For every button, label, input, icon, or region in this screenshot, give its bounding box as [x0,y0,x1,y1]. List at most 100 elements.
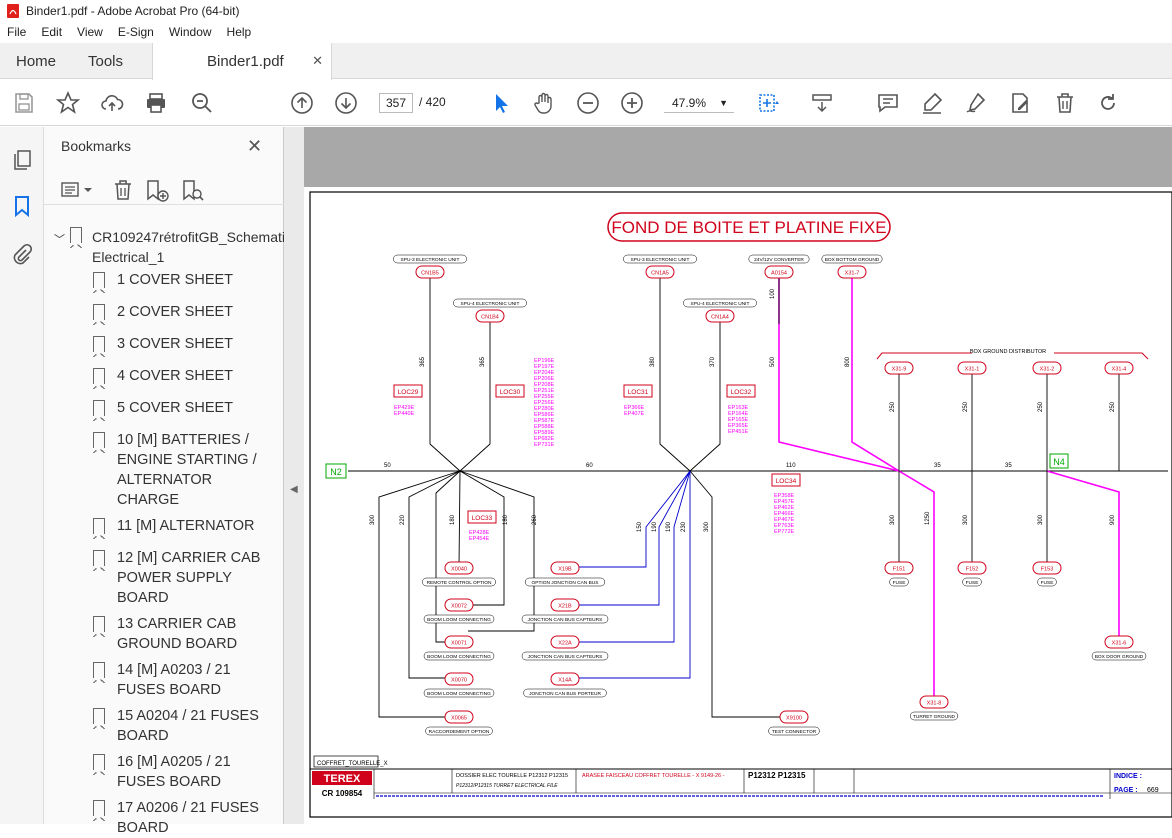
bookmarks-toolbar [44,175,284,205]
tab-tools[interactable]: Tools [88,52,124,70]
comment-icon[interactable] [876,91,900,115]
connector-id: F151 [893,567,906,573]
left-splice-wires [378,272,535,718]
bookmark-item[interactable]: 10 [M] BATTERIES / ENGINE STARTING / ALT… [92,430,263,510]
loc-label: LOC31 [628,389,649,396]
bookmark-item[interactable]: 5 COVER SHEET [92,398,263,421]
bookmark-root[interactable]: ﹀ CR109247rétrofitGB_Schematic Electrica… [54,227,292,267]
wire-length: 1250 [925,511,931,525]
connector-label-frame [422,577,496,587]
ep-code: EP682E [534,436,555,442]
connector-label-frame [909,711,959,721]
panel-collapse-handle[interactable]: ◀ [284,127,304,824]
page-number-input[interactable]: 357 [379,93,413,113]
chevron-left-icon[interactable]: ◀ [290,484,298,495]
bookmark-item[interactable]: 17 A0206 / 21 FUSES BOARD [92,798,263,838]
bookmark-item[interactable]: 1 COVER SHEET [92,270,263,293]
upload-cloud-icon[interactable] [100,91,124,115]
menu-edit[interactable]: Edit [41,25,63,39]
loc-label: LOC30 [500,389,521,396]
delete-bookmark-icon[interactable] [112,179,134,201]
connector-id: X21B [558,604,572,610]
bookmark-item[interactable]: 15 A0204 / 21 FUSES BOARD [92,706,263,746]
print-icon[interactable] [144,91,168,115]
loc-label: LOC33 [472,515,493,522]
select-cursor-icon[interactable] [489,91,513,115]
pdf-page: FOND DE BOITE ET PLATINE FIXE N2 N4 [304,187,1172,824]
bookmark-item[interactable]: 12 [M] CARRIER CAB POWER SUPPLY BOARD [92,548,263,608]
close-tab-icon[interactable]: ✕ [312,53,323,68]
bookmark-item[interactable]: 14 [M] A0203 / 21 FUSES BOARD [92,660,263,700]
find-bookmark-icon[interactable] [180,179,206,203]
zoom-select[interactable]: 47.9% ▼ [664,93,734,113]
connector-label: JONCTION CAN BUS CAPTEURS [528,654,603,660]
menu-file[interactable]: File [7,25,27,39]
highlight-pen-icon[interactable] [920,91,944,115]
scroll-mode-icon[interactable] [810,91,834,115]
connector-label-frame [425,726,493,736]
hand-tool-icon[interactable] [532,91,556,115]
bookmark-icon [92,708,105,729]
bookmark-item-label: 16 [M] A0205 / 21 FUSES BOARD [117,754,231,790]
bookmark-item[interactable]: 16 [M] A0205 / 21 FUSES BOARD [92,752,263,792]
bookmark-item-label: 13 CARRIER CAB GROUND BOARD [117,616,238,652]
connector-label: FUSE [1041,580,1054,586]
menu-help[interactable]: Help [226,25,252,39]
wire-length: 370 [710,356,716,367]
bookmark-item-label: 14 [M] A0203 / 21 FUSES BOARD [117,662,231,698]
redo-icon[interactable] [1096,91,1120,115]
tab-document[interactable]: Binder1.pdf ✕ [152,43,332,80]
zoom-search-icon[interactable] [190,91,214,115]
connector-label-frame [423,651,495,661]
bookmark-item[interactable]: 13 CARRIER CAB GROUND BOARD [92,614,263,654]
delete-icon[interactable] [1053,91,1077,115]
bookmark-item[interactable]: 4 COVER SHEET [92,366,263,389]
close-icon[interactable]: ✕ [247,136,263,156]
node-n2-label: N2 [330,467,342,477]
connector-id: X0072 [451,604,467,610]
tab-home[interactable]: Home [16,52,57,70]
page-up-icon[interactable] [290,91,314,115]
star-icon[interactable] [55,90,81,115]
connector-label: SPU-4 ELECTRONIC UNIT [461,301,520,307]
connector-id: A0154 [771,271,787,277]
wire-length: 900 [1110,514,1116,525]
menu-window[interactable]: Window [168,25,212,39]
menu-esign[interactable]: E-Sign [117,25,154,39]
bookmark-item[interactable]: 3 COVER SHEET [92,334,263,357]
connector-label: TEST CONNECTOR [772,729,817,735]
ep-code: EP772E [774,529,795,535]
attachment-icon[interactable] [12,243,33,265]
bookmark-panel-icon[interactable] [13,195,31,218]
wire-length: 380 [650,356,656,367]
options-menu-icon[interactable] [60,180,94,200]
menu-bar: File Edit View E-Sign Window Help [0,22,1172,42]
bookmark-icon [69,227,82,248]
page-down-icon[interactable] [334,91,358,115]
chevron-down-icon[interactable]: ﹀ [54,234,65,246]
ep-code: EP196E [534,358,555,364]
wire-length: 300 [963,514,969,525]
fit-page-icon[interactable] [756,91,780,115]
zoom-out-icon[interactable] [576,91,600,115]
new-bookmark-icon[interactable] [144,179,170,203]
loc-label: LOC29 [398,389,419,396]
wire-length: 250 [963,401,969,412]
save-icon[interactable] [12,91,36,115]
document-view[interactable]: FOND DE BOITE ET PLATINE FIXE N2 N4 [304,127,1172,824]
connector-label-frame [748,254,810,264]
connector-oval [550,635,580,649]
loc-label: LOC32 [731,389,752,396]
connector-label: SPU-4 ELECTRONIC UNIT [691,301,750,307]
bookmark-item[interactable]: 2 COVER SHEET [92,302,263,325]
page-thumbnails-icon[interactable] [11,149,33,171]
bookmark-item-label: 15 A0204 / 21 FUSES BOARD [117,708,259,744]
bookmark-item[interactable]: 11 [M] ALTERNATOR [92,516,263,539]
sign-icon[interactable] [964,91,988,115]
ep-code: EP588E [534,424,555,430]
bookmark-icon [92,800,105,821]
edit-pdf-icon[interactable] [1008,91,1032,115]
zoom-in-icon[interactable] [620,91,644,115]
connector-id: X31-8 [927,701,942,707]
menu-view[interactable]: View [77,25,103,39]
